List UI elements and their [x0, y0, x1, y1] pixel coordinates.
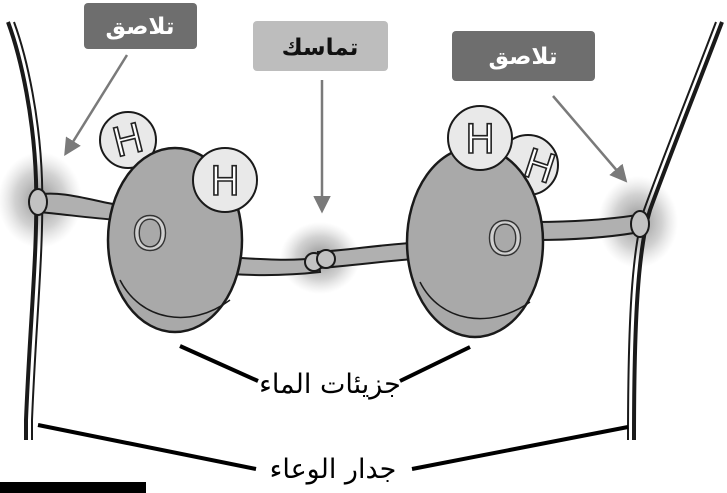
adhesion-hand-left [28, 188, 48, 216]
oxygen-shading [119, 279, 231, 319]
hydrogen-label: H [465, 117, 495, 163]
caption-container-wall: جدار الوعاء [270, 454, 397, 485]
container-wall-right-inner [627, 21, 717, 441]
pointer-molecules-left [179, 344, 259, 383]
adhesion-label-right: تلاصق [488, 44, 557, 70]
hydrogen-atom [447, 105, 513, 171]
cohesion-label: تماسك [282, 35, 359, 61]
oxygen-shading [419, 281, 531, 320]
adhesion-label-left-box [84, 3, 197, 49]
caption-water-molecules: جزيئات الماء [259, 369, 401, 400]
cropped-caption-strip [0, 482, 146, 493]
hydrogen-label: H [210, 159, 240, 205]
arrow-adhesion-right [552, 95, 628, 183]
container-wall-right [632, 21, 724, 441]
adhesion-label-left: تلاصق [105, 14, 174, 40]
cohesion-hand-right [316, 249, 336, 269]
pointer-wall-right [411, 425, 629, 471]
hydrogen-atom [99, 111, 157, 169]
adhesion-label-right-box [452, 31, 595, 81]
cohesion-label-box [253, 21, 388, 71]
oxygen-label: O [487, 212, 523, 266]
adhesion-hand-right [630, 210, 650, 238]
pointer-molecules-right [399, 345, 471, 383]
pointer-wall-left [37, 423, 257, 471]
oxygen-label: O [132, 207, 168, 261]
arrow-adhesion-left [64, 54, 129, 156]
water-molecule-right: H O H [405, 105, 562, 339]
hydrogen-atom [192, 147, 258, 213]
water-molecule-left: H O H [99, 111, 258, 334]
